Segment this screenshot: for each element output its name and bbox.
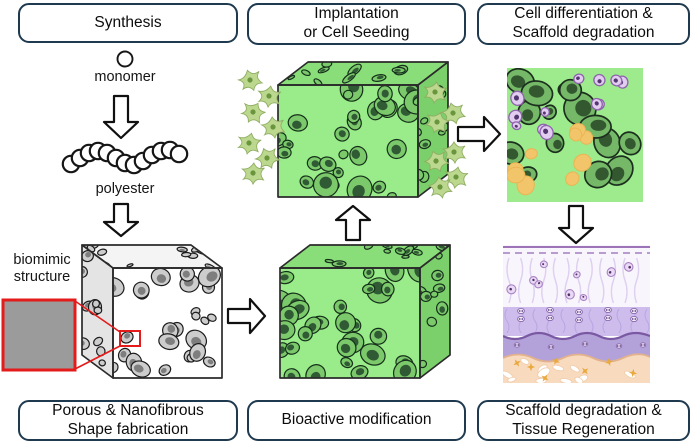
polyester-chain-icon: [61, 140, 189, 175]
stage-box-regeneration: Scaffold degradation & Tissue Regenerati…: [477, 400, 690, 441]
arrow-right-icon: [226, 297, 267, 335]
monomer-label: monomer: [94, 69, 156, 85]
bioactive-scaffold-cube: [279, 244, 451, 379]
polyester-label: polyester: [95, 181, 155, 197]
monomer-circle-icon: [116, 50, 134, 68]
arrow-up-icon: [334, 204, 372, 242]
stage-box-differentiation: Cell differentiation & Scaffold degradat…: [477, 3, 690, 45]
tissue-layers-micrograph: [503, 245, 650, 383]
gray-scaffold-cube: [81, 244, 223, 379]
biomimic-structure-label: biomimic structure: [13, 252, 71, 286]
differentiation-micrograph: [507, 68, 643, 202]
arrow-down-icon: [102, 94, 140, 140]
nanofiber-inset: [1, 298, 141, 372]
stage-box-synthesis: Synthesis: [18, 3, 238, 43]
arrow-down-icon: [102, 202, 140, 238]
arrow-down-icon: [557, 204, 595, 245]
stage-box-bioactive: Bioactive modification: [247, 400, 466, 441]
stage-box-implantation: Implantation or Cell Seeding: [247, 3, 466, 45]
arrow-right-icon: [456, 115, 502, 153]
seeded-scaffold-cube: [277, 61, 449, 198]
stage-box-fabrication: Porous & Nanofibrous Shape fabrication: [18, 400, 238, 441]
